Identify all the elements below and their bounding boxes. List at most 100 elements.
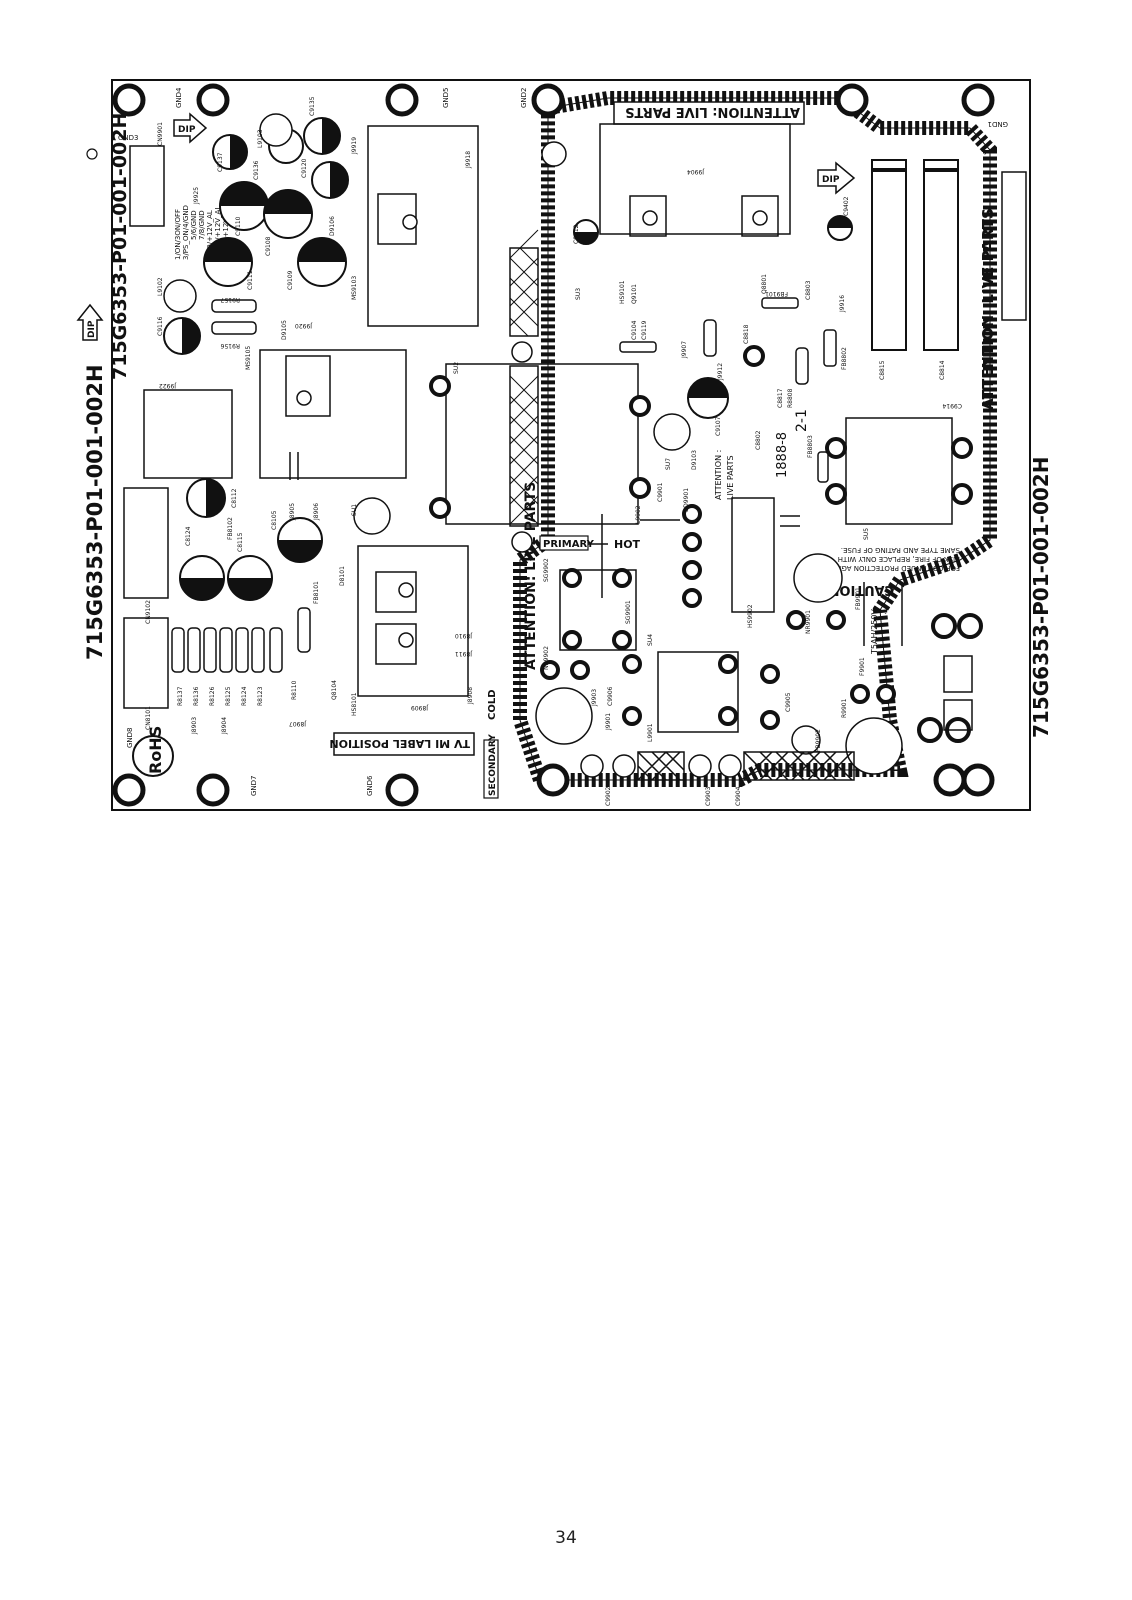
ref-j9903: J9903 — [591, 689, 598, 707]
gnd-label-4: GND4 — [175, 87, 183, 108]
ref-fb9101: FB9101 — [765, 290, 788, 297]
ref-c9107: C9107 — [715, 416, 722, 436]
ref-d9106: D9106 — [329, 216, 336, 236]
gnd-label-3: GND3 — [118, 134, 139, 142]
legend-4: 9/10/+12V_AL — [206, 210, 214, 260]
ref-r8136: R8136 — [193, 686, 200, 706]
attention-right-vertical: ATTENTION: LIVE PARTS — [979, 208, 997, 410]
caution-line-2: RISK OF FIRE, REPLACE ONLY WITH — [838, 555, 960, 563]
ref-j8904: J8904 — [221, 717, 228, 735]
ref-j9912: J9912 — [717, 363, 724, 381]
part-number-left-outer: 715G6353-P01-001-002H — [83, 364, 107, 660]
ref-j8910: J8910 — [455, 632, 473, 639]
ref-c9135: C9135 — [309, 96, 316, 116]
dip-label-top-left: DIP — [178, 125, 196, 135]
ref-c8112: C8112 — [231, 488, 238, 508]
ref-r8808: R8808 — [787, 388, 794, 408]
ref-r8125: R8125 — [225, 686, 232, 706]
ref-ms9103: MS9103 — [351, 276, 358, 300]
legend-0: 1/ON/3ON/OFF — [174, 209, 182, 260]
rohs-text: RoHS — [146, 726, 165, 774]
bottom-hatched-blocks — [637, 655, 973, 781]
ref-cn9901: CN9901 — [157, 122, 164, 146]
ref-j9916: J9916 — [839, 295, 846, 313]
primary-label: HOT PRIMARY — [539, 535, 641, 551]
ref-q8104: Q8104 — [331, 680, 338, 700]
ref-c9902: C9902 — [605, 786, 612, 806]
ref-j9907: J9907 — [681, 341, 688, 359]
ref-c9108: C9108 — [265, 236, 272, 256]
secondary-text: SECONDARY — [488, 734, 498, 796]
ref-l9902: L9902 — [635, 505, 642, 524]
tv-label-text: TV MI LABEL POSITION — [329, 737, 470, 750]
fuse-rating: T5AH/250V — [870, 609, 879, 655]
connector-legend: 1/ON/3ON/OFF 3/PS_ON/4/GND 5/6/GND 7/8/G… — [174, 205, 230, 260]
part-number-left-inner: 715G6353-P01-001-002H — [109, 113, 131, 380]
ref-hs9902: HS9902 — [747, 604, 754, 628]
rohs-logo: RoHS — [132, 726, 174, 777]
pads — [429, 345, 983, 743]
dip-label-left: DIP — [87, 320, 97, 338]
marking-2: 2-1 — [794, 409, 810, 432]
gnd-label-6: GND6 — [366, 775, 374, 796]
ref-r8110: R8110 — [291, 680, 298, 700]
gnd-label-5: GND5 — [442, 87, 450, 108]
isolation-strip-lower — [509, 365, 539, 527]
ref-c9901: C9901 — [657, 482, 664, 502]
ref-l9102: L9102 — [157, 277, 164, 296]
live-parts-hatched-zone — [513, 91, 997, 787]
ref-c9137: C9137 — [217, 152, 224, 172]
ref-c9402: C9402 — [843, 196, 850, 216]
ref-su5: SU5 — [863, 528, 870, 540]
ref-su2: SU2 — [453, 362, 460, 374]
round-components — [163, 113, 903, 778]
ref-c8815: C8815 — [879, 360, 886, 380]
ref-c9116: C9116 — [157, 316, 164, 336]
ref-r8137: R8137 — [177, 686, 184, 706]
ref-c8105: C8105 — [271, 510, 278, 530]
gnd-label-1: GND1 — [987, 120, 1008, 128]
ref-r8126: R8126 — [209, 686, 216, 706]
legend-1: 3/PS_ON/4/GND — [182, 205, 190, 260]
ref-c8802: C8802 — [755, 430, 762, 450]
ref-c8803: C8803 — [805, 280, 812, 300]
ref-l9901: L9901 — [647, 723, 654, 742]
ref-hs8101: HS8101 — [351, 692, 358, 716]
ref-j9919: J9919 — [351, 137, 358, 155]
ref-su7: SU7 — [665, 458, 672, 470]
ref-c9111: C9111 — [247, 270, 254, 290]
ref-su1: SU1 — [351, 504, 358, 516]
marking-1: 1888-8 — [775, 432, 790, 478]
ref-d9105: D9105 — [281, 320, 288, 340]
ref-c9914: C9914 — [942, 402, 962, 409]
resistors — [171, 297, 837, 673]
ref-c9119: C9119 — [641, 320, 648, 340]
ref-r8123: R8123 — [257, 686, 264, 706]
ref-j8906: J8906 — [313, 503, 320, 521]
ref-r9157: R9157 — [220, 296, 240, 303]
cold-text: COLD — [487, 689, 498, 720]
ref-sg9901: SG9901 — [625, 600, 632, 624]
attention-small: ATTENTION : — [714, 450, 723, 500]
mounting-holes — [112, 83, 995, 807]
isolation-strip-hatch — [509, 229, 539, 525]
ref-c9136: C9136 — [253, 160, 260, 180]
ref-r9901: R9901 — [841, 698, 848, 718]
ref-fb8102: FB8102 — [227, 517, 234, 540]
ref-j9922: J9922 — [159, 382, 177, 389]
gnd-label-2: GND2 — [520, 87, 528, 108]
component-outlines — [123, 123, 953, 733]
ref-c9112: C9112 — [573, 224, 580, 244]
isolation-strip-upper — [509, 247, 539, 337]
ref-c9904: C9904 — [735, 786, 742, 806]
ref-ms9105: MS9105 — [245, 346, 252, 370]
ref-su4: SU4 — [647, 634, 654, 646]
ref-c9905: C9905 — [785, 692, 792, 712]
attention-banner-top-text: ATTENTION: LIVE PARTS — [625, 104, 800, 119]
ref-c9903: C9903 — [705, 786, 712, 806]
ref-j8905: J8905 — [289, 503, 296, 521]
traces — [289, 452, 903, 646]
ref-c8818: C8818 — [743, 324, 750, 344]
ref-c9109: C9109 — [287, 270, 294, 290]
secondary-label: SECONDARY COLD — [483, 689, 499, 799]
